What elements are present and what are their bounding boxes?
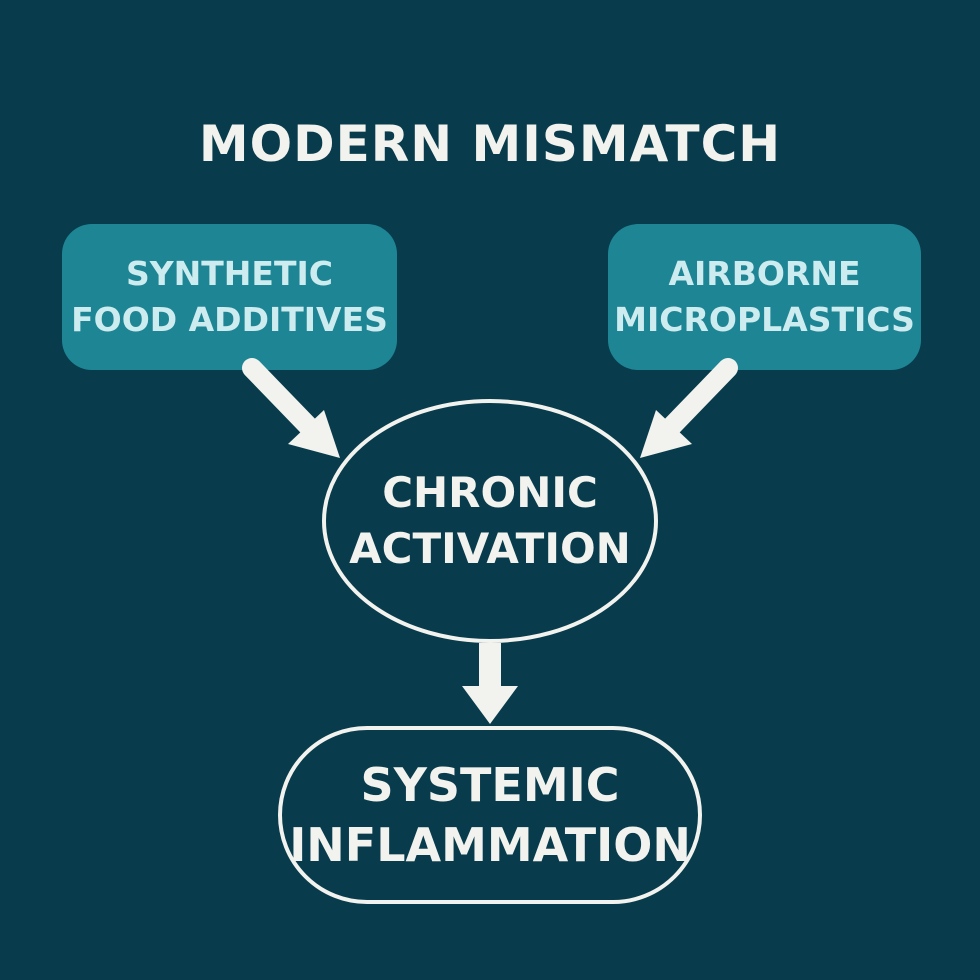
chronic-activation-ellipse bbox=[322, 399, 658, 643]
node-label-line-1: SYSTEMIC bbox=[360, 758, 620, 812]
arrow-food-to-chronic bbox=[242, 358, 340, 458]
arrow-chronic-to-systemic bbox=[462, 643, 518, 724]
node-label-line-1: AIRBORNE bbox=[668, 254, 861, 293]
node-synthetic-food-additives: SYNTHETIC FOOD ADDITIVES bbox=[62, 224, 397, 370]
node-label-line-2: ACTIVATION bbox=[349, 524, 631, 573]
node-label-line-1: SYNTHETIC bbox=[126, 254, 333, 293]
node-label-line-1: CHRONIC bbox=[382, 468, 598, 517]
node-label-line-2: INFLAMMATION bbox=[289, 818, 691, 872]
systemic-inflammation-pill bbox=[278, 726, 702, 904]
node-label-line-2: MICROPLASTICS bbox=[614, 300, 915, 339]
node-chronic-activation: CHRONIC ACTIVATION bbox=[325, 400, 655, 642]
node-systemic-inflammation: SYSTEMIC INFLAMMATION bbox=[280, 728, 700, 902]
node-airborne-microplastics: AIRBORNE MICROPLASTICS bbox=[608, 224, 921, 370]
arrow-microplastics-to-chronic bbox=[640, 358, 738, 458]
diagram-title: MODERN MISMATCH bbox=[198, 115, 782, 173]
node-label-line-2: FOOD ADDITIVES bbox=[71, 300, 388, 339]
